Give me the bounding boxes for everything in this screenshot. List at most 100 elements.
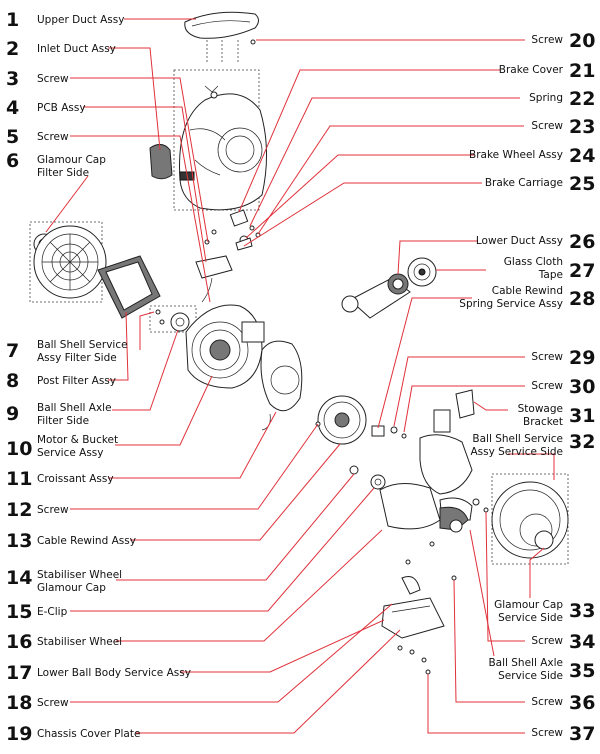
part-number: 24 [569, 145, 595, 167]
callout-21: Brake Cover 21 [499, 60, 596, 82]
part-number: 35 [569, 660, 595, 682]
part-number: 1 [6, 9, 19, 31]
callout-26: Lower Duct Assy 26 [476, 231, 596, 253]
leader-11 [108, 411, 277, 479]
part-number: 21 [569, 60, 595, 82]
part-name-line1: Ball Shell Axle [488, 657, 563, 669]
part-name-line1: Ball Shell Axle [37, 402, 112, 414]
leader-lines [45, 18, 555, 734]
callout-24: Brake Wheel Assy 24 [469, 145, 595, 167]
part-name: Lower Duct Assy [476, 235, 563, 247]
part-name: E-Clip [37, 606, 68, 618]
leader-36 [453, 579, 525, 703]
part-number: 2 [6, 38, 19, 60]
leader-33 [529, 547, 545, 598]
part-number: 6 [6, 150, 19, 172]
callout-16: 16 Stabiliser Wheel [6, 631, 122, 653]
part-name-line2: Service Side [498, 670, 563, 682]
chassis-cover-drawing [381, 541, 457, 675]
callout-30: Screw 30 [531, 376, 595, 398]
leader-24 [245, 154, 474, 239]
part-number: 12 [6, 499, 32, 521]
part-name: Screw [37, 73, 69, 85]
callout-17: 17 Lower Ball Body Service Assy [6, 662, 191, 684]
part-number: 36 [569, 692, 595, 714]
part-number: 34 [569, 631, 595, 653]
axle-filter-drawing [149, 305, 197, 333]
inlet-duct-drawing [149, 144, 173, 180]
part-name: Screw [531, 696, 563, 708]
leader-25 [243, 182, 482, 247]
part-name-line1: Stabiliser Wheel [37, 569, 122, 581]
callout-36: Screw 36 [531, 692, 595, 714]
callout-9: 9 Ball Shell Axle Filter Side [6, 402, 112, 427]
leader-37 [427, 674, 525, 734]
part-name: Screw [37, 504, 69, 516]
part-number: 19 [6, 723, 32, 745]
part-name: Screw [531, 380, 563, 392]
part-name: Cable Rewind Assy [37, 535, 136, 547]
callout-28: Cable Rewind Spring Service Assy 28 [459, 285, 595, 310]
leader-34 [485, 511, 525, 642]
leader-9 [112, 329, 179, 411]
callout-11: 11 Croissant Assy [6, 468, 114, 490]
part-name: Screw [37, 697, 69, 709]
part-name: Post Filter Assy [37, 375, 116, 387]
part-number: 33 [569, 600, 595, 622]
part-name-line1: Glass Cloth [504, 256, 563, 268]
leader-19 [136, 629, 401, 734]
part-number: 18 [6, 692, 32, 714]
part-number: 29 [569, 347, 595, 369]
ball-shell-filter-drawing [29, 221, 107, 303]
leader-12 [70, 423, 319, 510]
lower-duct-drawing [341, 273, 411, 319]
callout-12: 12 Screw [6, 499, 69, 521]
callout-34: Screw 34 [531, 631, 595, 653]
part-number: 3 [6, 68, 19, 90]
part-name: Screw [531, 120, 563, 132]
callout-6: 6 Glamour Cap Filter Side [6, 150, 106, 179]
stowage-bracket-drawing [455, 389, 475, 419]
part-name: Brake Wheel Assy [469, 149, 563, 161]
motor-bucket-drawing [185, 304, 265, 389]
glass-cloth-tape-drawing [407, 257, 437, 287]
part-name-line1: Stowage [518, 403, 563, 415]
part-name: Screw [531, 635, 563, 647]
part-number: 9 [6, 403, 19, 425]
part-number: 5 [6, 126, 19, 148]
part-number: 7 [6, 340, 19, 362]
part-name-line2: Filter Side [37, 167, 89, 179]
post-filter-drawing [97, 255, 161, 319]
callout-15: 15 E-Clip [6, 601, 68, 623]
croissant-drawing [260, 340, 303, 431]
leader-16 [116, 529, 383, 642]
part-number: 13 [6, 530, 32, 552]
leader-35 [469, 529, 495, 657]
chassis-upper-drawing [173, 69, 267, 211]
callout-18: 18 Screw [6, 692, 69, 714]
upper-duct-drawing [184, 11, 259, 62]
leader-5 [70, 135, 211, 303]
part-name-line2: Glamour Cap [37, 582, 106, 594]
part-number: 27 [569, 260, 595, 282]
part-name-line1: Ball Shell Service [472, 433, 563, 445]
part-name: Chassis Cover Plate [37, 728, 140, 740]
part-name-line2: Spring Service Assy [459, 298, 563, 310]
leader-26 [397, 240, 478, 275]
part-name: Croissant Assy [37, 473, 114, 485]
cable-rewind-drawing [315, 395, 367, 445]
part-name: PCB Assy [37, 102, 86, 114]
part-name: Brake Carriage [485, 177, 563, 189]
parts-illustration [29, 11, 569, 675]
callout-14: 14 Stabiliser Wheel Glamour Cap [6, 567, 122, 594]
pcb-drawing [195, 255, 233, 279]
part-number: 31 [569, 405, 595, 427]
leader-18 [70, 603, 393, 703]
part-name: Upper Duct Assy [37, 14, 124, 26]
spring-service-drawing [371, 425, 407, 439]
leader-6 [45, 175, 89, 233]
callout-3: 3 Screw [6, 68, 69, 90]
leader-29 [393, 356, 525, 427]
part-name: Screw [531, 351, 563, 363]
leader-21 [238, 69, 500, 213]
